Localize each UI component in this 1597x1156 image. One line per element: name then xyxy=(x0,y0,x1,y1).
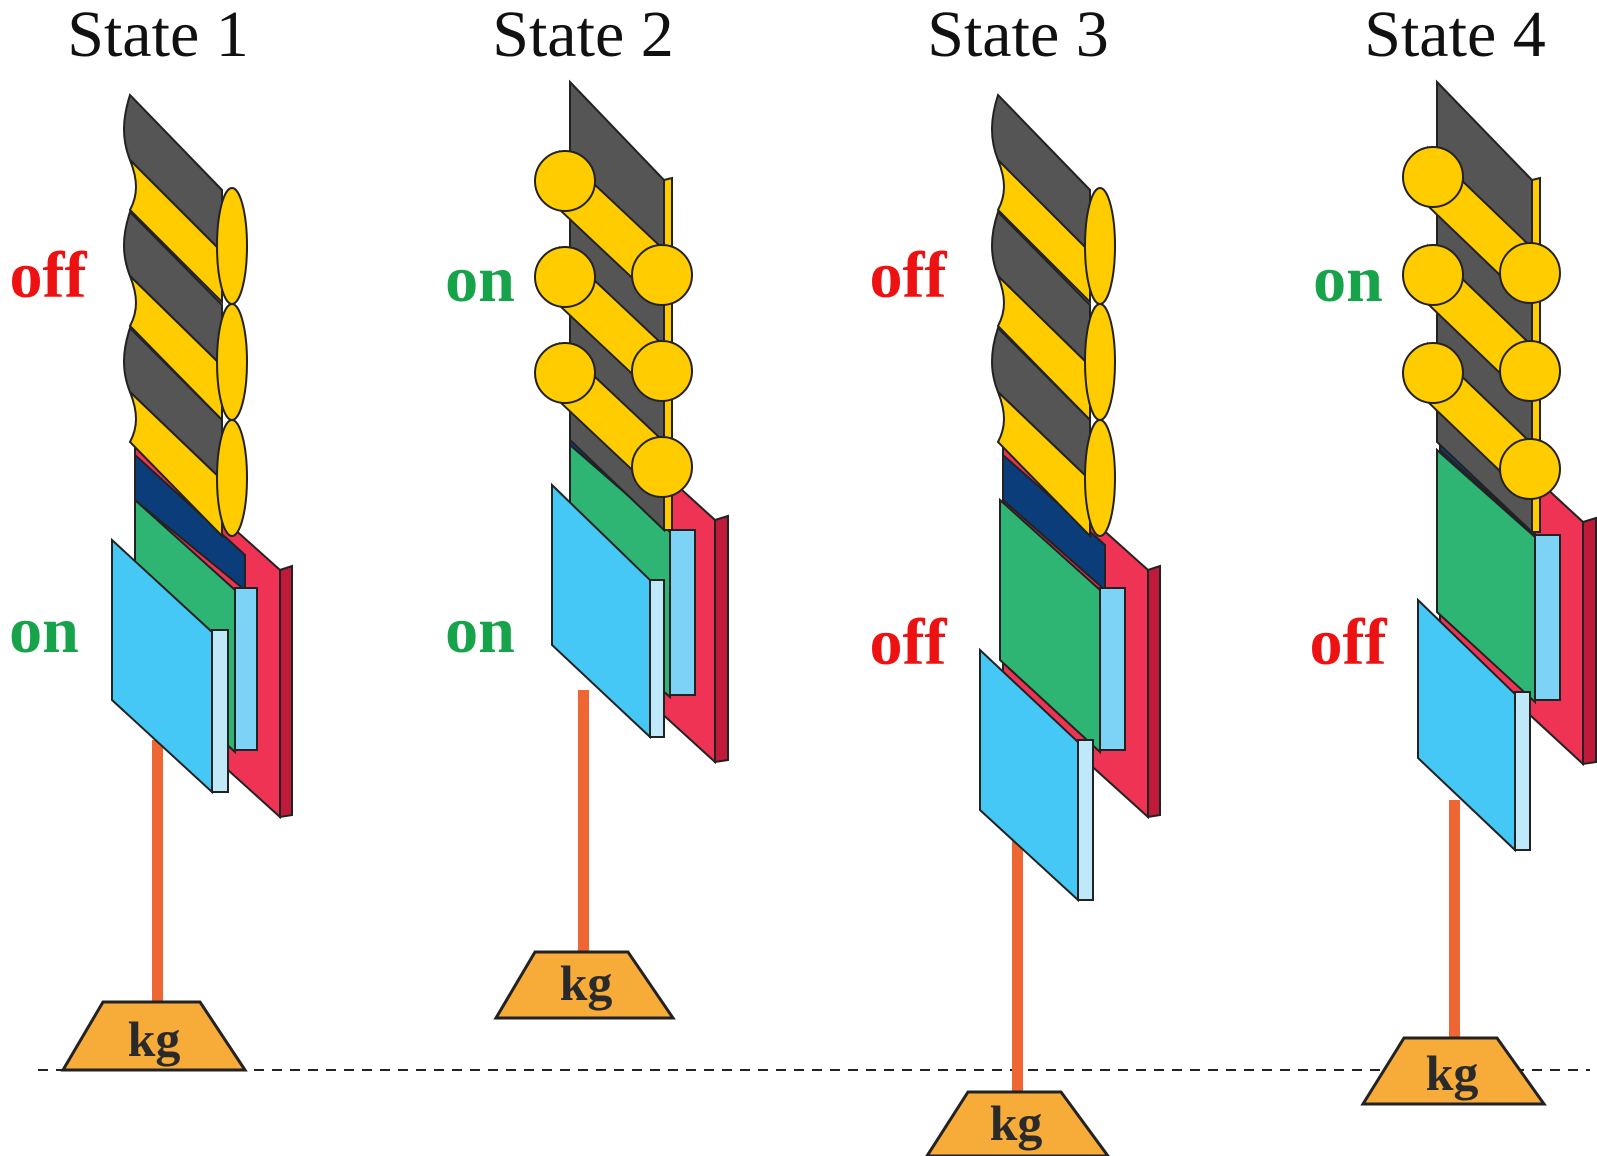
state-1-lower-status: on xyxy=(9,594,79,667)
state-4-lower-status: off xyxy=(1310,606,1388,679)
state-3-upper-status: off xyxy=(870,239,948,312)
state-1-column: State 1 kg off on xyxy=(9,0,293,1072)
state-1-red-sheet-edge xyxy=(279,564,293,819)
state-4-rope xyxy=(1449,800,1460,1040)
state-4-roller-3 xyxy=(1402,341,1561,501)
state-3-rope xyxy=(1012,830,1023,1092)
state-2-title: State 2 xyxy=(492,0,673,71)
state-3-ribbon-3 xyxy=(991,326,1116,539)
state-3-title: State 3 xyxy=(927,0,1108,71)
state-1-green-edge xyxy=(234,587,258,751)
state-4-blue-sheet xyxy=(1417,597,1516,853)
state-4-blue-edge xyxy=(1514,691,1531,851)
state-1-ribbon-1 xyxy=(123,93,248,305)
state-2-lower-status: on xyxy=(445,594,515,667)
state-3-green-sheet xyxy=(999,497,1101,755)
state-2-rope xyxy=(578,690,589,952)
state-1-blue-sheet xyxy=(111,537,213,795)
state-3-ribbon-1 xyxy=(991,93,1116,305)
state-4-column: State 4 kg on off xyxy=(1310,0,1597,1106)
state-4-title: State 4 xyxy=(1364,0,1545,71)
state-2-roller-1 xyxy=(534,149,693,307)
state-4-weight xyxy=(1360,1036,1547,1106)
state-3-column: State 3 kg off off xyxy=(870,0,1161,1156)
state-1-ribbon-2 xyxy=(123,210,248,423)
state-3-green-edge xyxy=(1099,587,1126,751)
state-2-red-sheet-edge xyxy=(714,514,729,764)
state-4-upper-status: on xyxy=(1313,243,1383,316)
state-1-rope xyxy=(152,740,163,1002)
state-3-blue-sheet xyxy=(979,647,1079,903)
state-4-weight-label: kg xyxy=(1426,1045,1479,1101)
state-4-roller-2 xyxy=(1402,243,1561,403)
state-1-weight xyxy=(60,1000,248,1072)
state-3-red-sheet-edge xyxy=(1147,564,1161,819)
state-3-lower-status: off xyxy=(870,606,948,679)
state-2-weight-label: kg xyxy=(560,955,613,1011)
state-3-weight-label: kg xyxy=(990,1095,1043,1151)
state-1-title: State 1 xyxy=(67,0,248,71)
state-2-weight xyxy=(493,950,676,1020)
state-3-blue-edge xyxy=(1077,739,1094,901)
state-2-roller-2 xyxy=(534,245,693,403)
state-2-column: State 2 kg on on xyxy=(445,0,729,1020)
state-2-blue-sheet xyxy=(551,482,651,740)
state-3-weight xyxy=(925,1090,1110,1156)
state-2-blue-edge xyxy=(649,579,665,738)
state-4-red-sheet-edge xyxy=(1582,516,1597,766)
state-4-green-edge xyxy=(1534,534,1561,701)
state-4-roller-1 xyxy=(1402,145,1561,305)
state-1-weight-label: kg xyxy=(128,1011,181,1067)
state-1-ribbon-3 xyxy=(123,326,248,539)
state-1-upper-status: off xyxy=(10,239,88,312)
state-2-upper-status: on xyxy=(445,243,515,316)
state-2-roller-3 xyxy=(534,341,693,499)
state-1-blue-edge xyxy=(211,629,229,793)
state-2-green-edge xyxy=(669,529,696,696)
state-4-green-sheet xyxy=(1436,447,1536,705)
